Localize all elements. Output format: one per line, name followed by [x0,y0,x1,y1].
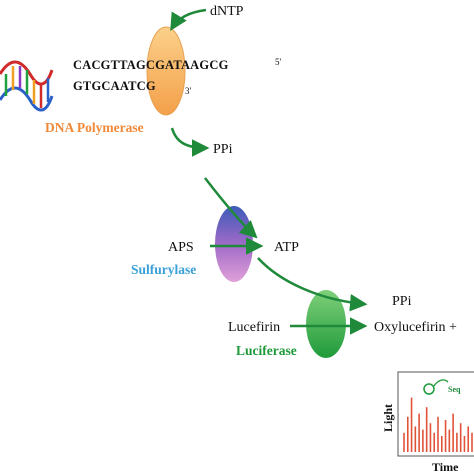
ppi-to-atp-arrow [204,177,258,239]
atp-label: ATP [274,240,299,255]
template-end-label: 5' [275,57,282,67]
dna-polymerase-enzyme [146,26,186,116]
pyrogram-inset: Seq Light Time [381,371,474,474]
dntp-label: dNTP [210,4,244,19]
pyrogram-ylabel: Light [381,404,395,432]
aps-label: APS [168,240,194,255]
atp-to-ppi-arrow [257,257,368,312]
pyrogram-frame [397,371,474,457]
ppi-out-label: PPi [392,294,412,309]
dntp-arrow [170,8,207,32]
seq-highlight-circle [423,383,435,395]
seq-pointer-arrow [433,379,449,387]
primer-end-label: 3' [185,86,192,96]
template-strand: CACGTTAGCGATAAGCG [73,58,229,72]
sulfurylase-enzyme [215,206,253,282]
dna-polymerase-label: DNA Polymerase [45,120,144,135]
pyrogram-xlabel: Time [432,460,459,474]
pyrogram-peaks [403,397,473,452]
lucefirin-label: Lucefirin [228,320,280,335]
ppi-label: PPi [213,142,233,157]
dna-helix-icon [0,60,54,112]
primer-strand: GTGCAATCG [73,79,156,93]
ppi-arrow [170,127,210,157]
seq-annotation: Seq [448,385,461,394]
sulfurylase-label: Sulfurylase [131,262,196,277]
oxylucefirin-label: Oxylucefirin + [374,320,457,335]
luciferase-enzyme [306,290,346,358]
luciferase-label: Luciferase [236,343,297,358]
